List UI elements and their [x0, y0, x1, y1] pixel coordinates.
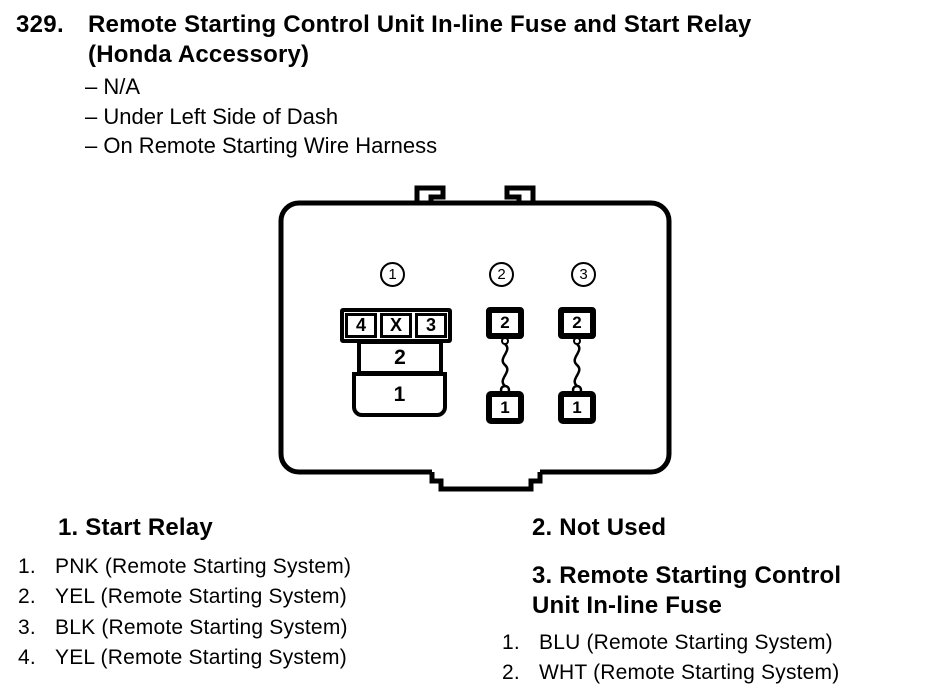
section-title: Remote Starting Control Unit In-line Fus…: [88, 10, 751, 70]
wire-squiggle: [573, 343, 581, 387]
legend-item-text: PNK (Remote Starting System): [55, 555, 352, 578]
connector-3-circled-label: 3: [571, 262, 596, 287]
connector-1-pin-x: X: [380, 313, 412, 338]
legend-list-inline-fuse: 1. BLU (Remote Starting System) 2. WHT (Re…: [502, 628, 839, 688]
legend-item: 1. PNK (Remote Starting System): [18, 552, 351, 582]
section-title-line2: (Honda Accessory): [88, 41, 310, 68]
top-right-clip-hook: [504, 185, 536, 203]
legend-heading-inline-fuse: 3. Remote Starting Control Unit In-line …: [532, 561, 841, 621]
legend-item-text: WHT (Remote Starting System): [539, 661, 840, 684]
legend-heading-inline-fuse-line2: Unit In-line Fuse: [532, 592, 723, 619]
legend-item-text: YEL (Remote Starting System): [55, 646, 347, 670]
legend-heading-start-relay: 1. Start Relay: [58, 514, 213, 541]
legend-item-number: 3.: [18, 615, 36, 639]
connector-1-pin-3: 3: [415, 313, 447, 338]
legend-item-text: BLK (Remote Starting System): [55, 615, 348, 639]
connector-1-circled-label: 1: [380, 262, 405, 287]
connector-2-pin-1: 1: [486, 391, 524, 424]
legend-item-number: 1.: [18, 555, 36, 578]
legend-list-start-relay: 1. PNK (Remote Starting System) 2. YEL (Re…: [18, 552, 351, 674]
connector-1-pin-strip: 4 X 3: [340, 308, 452, 343]
wire-squiggle: [501, 343, 509, 387]
legend-heading-not-used: 2. Not Used: [532, 514, 667, 541]
connector-1-pin-1: 1: [352, 372, 447, 417]
housing-outline: [278, 200, 672, 475]
connector-1-pin-4: 4: [345, 313, 377, 338]
connector-diagram: 1 2 3 4 X 3 2 1 2 1 2 1: [0, 180, 928, 510]
legend-item-number: 4.: [18, 646, 36, 670]
connector-3-pin-2: 2: [558, 307, 596, 339]
legend-item: 3. BLK (Remote Starting System): [18, 613, 351, 643]
legend-item: 1. BLU (Remote Starting System): [502, 628, 839, 658]
legend-item: 2. WHT (Remote Starting System): [502, 658, 839, 688]
detail-line: – On Remote Starting Wire Harness: [85, 133, 438, 158]
legend-item-number: 2.: [18, 585, 36, 609]
legend-item-text: BLU (Remote Starting System): [539, 631, 833, 654]
section-title-line1: Remote Starting Control Unit In-line Fus…: [88, 11, 752, 38]
legend-item-number: 1.: [502, 631, 520, 654]
bottom-mount-tab: [429, 472, 543, 492]
connector-2-pin-2: 2: [486, 307, 524, 339]
legend-item-text: YEL (Remote Starting System): [55, 585, 347, 609]
connector-2-circled-label: 2: [489, 262, 514, 287]
section-number: 329.: [16, 11, 64, 38]
legend-item: 2. YEL (Remote Starting System): [18, 582, 351, 612]
legend-item: 4. YEL (Remote Starting System): [18, 643, 351, 673]
connector-1-pin-2: 2: [357, 340, 443, 375]
legend-heading-inline-fuse-line1: 3. Remote Starting Control: [532, 562, 842, 589]
legend-item-number: 2.: [502, 661, 520, 684]
location-details: – N/A – Under Left Side of Dash – On Rem…: [85, 72, 437, 161]
detail-line: – N/A: [85, 74, 141, 99]
connector-3-pin-1: 1: [558, 391, 596, 424]
detail-line: – Under Left Side of Dash: [85, 103, 339, 129]
connector-housing-drawing: [278, 185, 672, 492]
top-left-clip-hook: [414, 185, 446, 203]
